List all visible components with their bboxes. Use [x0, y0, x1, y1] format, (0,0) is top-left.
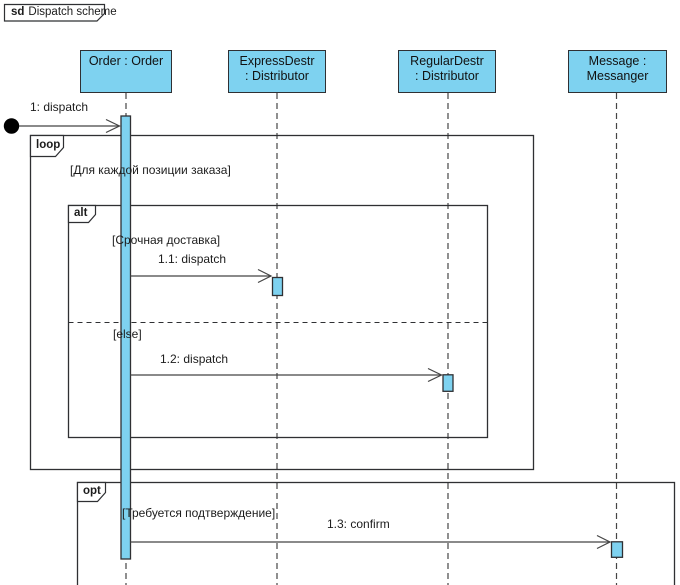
fragment-opt-operator-label: opt: [83, 484, 101, 497]
lifeline-head-express-line1: ExpressDestr: [239, 54, 315, 68]
diagram-title-keyword: sd: [11, 6, 25, 18]
fragment-loop-guard[interactable]: [Для каждой позиции заказа]: [70, 163, 231, 177]
lifeline-head-order[interactable]: Order : Order: [80, 50, 172, 93]
lifeline-head-express-line2: : Distributor: [245, 69, 309, 83]
diagram-title-text: Dispatch scheme: [28, 6, 117, 18]
message-1-label[interactable]: 1: dispatch: [30, 100, 89, 114]
message-1-2-arrowhead: [427, 367, 443, 383]
fragment-alt-operator-tab[interactable]: [67, 204, 97, 224]
message-1-1-label[interactable]: 1.1: dispatch: [158, 252, 227, 266]
fragment-loop-operator-label: loop: [36, 139, 61, 151]
activation-order[interactable]: [120, 115, 132, 560]
fragment-alt-guard-urgent[interactable]: [Срочная доставка]: [112, 233, 221, 247]
fragment-alt-operator-label: alt: [74, 207, 88, 219]
lifeline-head-message-line1: Message :: [588, 54, 647, 68]
lifeline-head-message-line2: Messanger: [586, 69, 649, 83]
fragment-opt-operator-tab[interactable]: [76, 481, 107, 503]
fragment-opt-frame[interactable]: [76, 481, 676, 585]
message-1-arrowhead: [105, 118, 121, 134]
fragment-loop-operator-tab[interactable]: [29, 134, 65, 158]
message-1-1-arrowhead: [257, 268, 273, 284]
fragment-alt-frame[interactable]: [67, 204, 489, 439]
found-message-endpoint[interactable]: [3, 118, 20, 134]
message-1-2-label[interactable]: 1.2: dispatch: [160, 352, 229, 366]
message-1-3-arrowhead: [596, 534, 612, 550]
fragment-opt-guard[interactable]: [Требуется подтверждение]: [122, 506, 276, 520]
fragment-loop-frame[interactable]: [29, 134, 535, 471]
lifeline-head-message[interactable]: Message : Messanger: [568, 50, 667, 93]
activation-message[interactable]: [610, 541, 624, 558]
fragment-alt-guard-else[interactable]: [else]: [113, 327, 142, 341]
lifeline-head-regular[interactable]: RegularDestr : Distributor: [398, 50, 496, 93]
message-1-3-label[interactable]: 1.3: confirm: [327, 517, 390, 531]
lifeline-head-regular-line2: : Distributor: [415, 69, 479, 83]
lifeline-head-order-line1: Order : Order: [88, 54, 164, 68]
frame-title-tab[interactable]: [3, 3, 106, 22]
activation-express[interactable]: [271, 276, 284, 297]
activation-regular[interactable]: [442, 374, 454, 392]
lifeline-head-regular-line1: RegularDestr: [410, 54, 484, 68]
lifeline-head-express[interactable]: ExpressDestr : Distributor: [228, 50, 326, 93]
